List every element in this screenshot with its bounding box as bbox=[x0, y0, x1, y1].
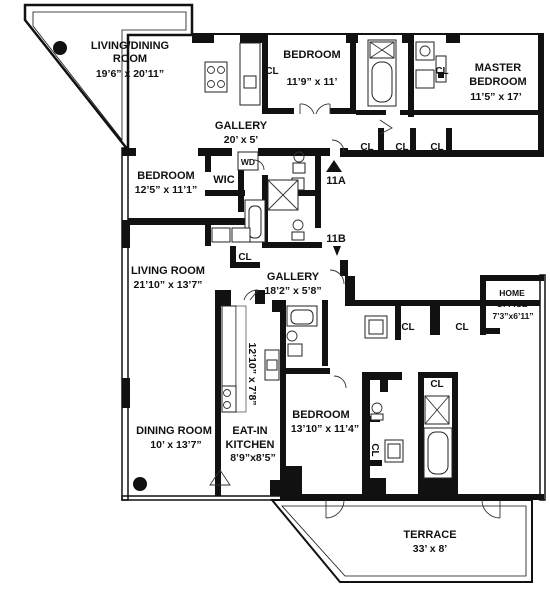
gallery-top-name: GALLERY bbox=[215, 120, 268, 132]
eat-in-kitchen-name-2: KITCHEN bbox=[226, 439, 275, 451]
living-dining-top-inner bbox=[32, 11, 187, 142]
closet-label: CL bbox=[265, 66, 278, 77]
entry-label-11b: 11B bbox=[326, 233, 346, 245]
bedroom-top-dims: 11’9” x 11’ bbox=[287, 76, 338, 88]
closet-label: CL bbox=[395, 142, 408, 153]
closet-label: CL bbox=[238, 252, 251, 263]
bedroom-bottom-name: BEDROOM bbox=[292, 409, 349, 421]
bedroom-bottom-dims: 13’10” x 11’4” bbox=[291, 423, 359, 435]
dining-room-dims: 10’ x 13’7” bbox=[150, 439, 201, 451]
entry-arrow-11b bbox=[333, 246, 341, 256]
east-wing-bottom bbox=[340, 150, 544, 157]
east-wall-bottom bbox=[539, 274, 546, 501]
west-wall bbox=[121, 147, 129, 501]
east-wall-top bbox=[538, 33, 544, 157]
closet-label-vertical: CL bbox=[369, 443, 380, 456]
wic-label: WIC bbox=[213, 174, 234, 186]
labels: LIVING/DINING ROOM 19’6” x 20’11” BEDROO… bbox=[91, 40, 534, 555]
living-dining-top-name-1: LIVING/DINING bbox=[91, 40, 169, 52]
closet-label: CL bbox=[430, 142, 443, 153]
gallery-mid-name: GALLERY bbox=[267, 271, 320, 283]
closet-label: CL bbox=[430, 379, 443, 390]
west-wall-block-1 bbox=[122, 220, 130, 248]
wd-label: WD bbox=[241, 157, 255, 167]
west-wall-block-2 bbox=[122, 378, 130, 408]
bedroom-left-dims: 12’5” x 11’1” bbox=[135, 184, 197, 196]
column-top bbox=[53, 41, 67, 55]
entry-label-11a: 11A bbox=[326, 175, 346, 187]
gallery-top-dims: 20’ x 5’ bbox=[224, 134, 259, 146]
living-dining-top-name-2: ROOM bbox=[113, 53, 147, 65]
bedroom-left-name: BEDROOM bbox=[137, 170, 194, 182]
south-wall-west bbox=[121, 495, 283, 501]
interior-walls bbox=[122, 33, 544, 496]
closet-label: CL bbox=[360, 142, 373, 153]
terrace-name: TERRACE bbox=[403, 529, 456, 541]
eat-in-kitchen-name-1: EAT-IN bbox=[232, 425, 267, 437]
closet-label: CL bbox=[435, 66, 448, 77]
closet-label: CL bbox=[455, 322, 468, 333]
living-room-dims: 21’10” x 13’7” bbox=[134, 279, 203, 291]
living-dining-top-outline bbox=[23, 3, 194, 154]
kitchen-dims-vertical: 12’10” x 7’8” bbox=[246, 342, 258, 405]
terrace-dims: 33’ x 8’ bbox=[413, 543, 448, 555]
entry-arrow-11a bbox=[326, 160, 342, 172]
south-wall-east bbox=[280, 494, 544, 500]
terrace-area bbox=[269, 499, 533, 583]
master-bedroom-name-2: BEDROOM bbox=[469, 76, 526, 88]
column-bottom bbox=[133, 477, 147, 491]
eat-in-kitchen-dims: 8’9”x8’5” bbox=[230, 452, 276, 464]
living-dining-top-dims: 19’6” x 20’11” bbox=[96, 68, 164, 80]
east-wing-outline bbox=[192, 33, 542, 35]
door-swings bbox=[209, 103, 501, 519]
outer-walls bbox=[23, 3, 546, 501]
gallery-mid-dims: 18’2” x 5’8” bbox=[264, 285, 321, 297]
master-bedroom-name-1: MASTER bbox=[475, 62, 522, 74]
bedroom-top-name: BEDROOM bbox=[283, 49, 340, 61]
master-bedroom-dims: 11’5” x 17’ bbox=[470, 91, 521, 103]
home-office-name-2: OFFICE bbox=[496, 299, 527, 309]
fixtures bbox=[53, 39, 453, 491]
home-office-name-1: HOME bbox=[499, 288, 525, 298]
home-office-dims: 7’3”x6’11” bbox=[492, 311, 533, 321]
closet-label: CL bbox=[401, 322, 414, 333]
dining-room-name: DINING ROOM bbox=[136, 425, 212, 437]
living-room-name: LIVING ROOM bbox=[131, 265, 205, 277]
